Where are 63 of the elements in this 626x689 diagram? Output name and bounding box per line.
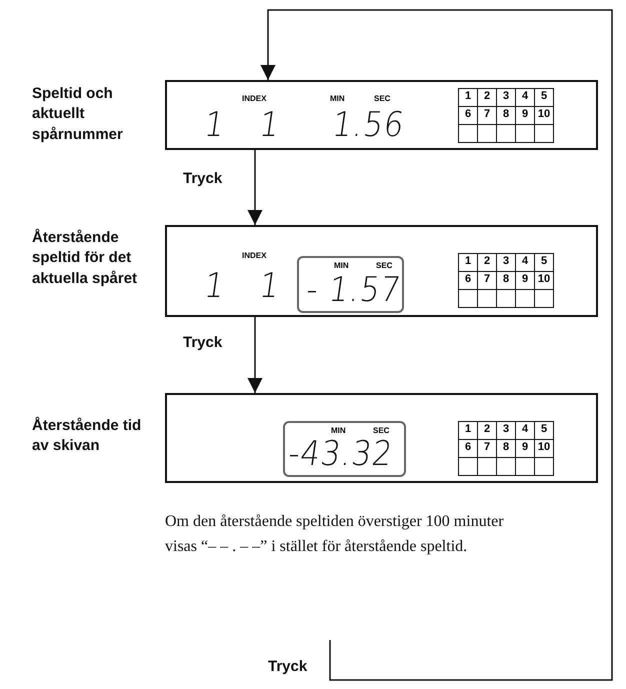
indicator-label: MIN [331,426,346,435]
lcd-display [165,225,598,317]
track-number: 1 [464,422,472,437]
indicator-label: SEC [376,261,392,270]
highlight-frame [283,421,406,477]
indicator-label: MIN [334,261,349,270]
track-number: 8 [502,272,510,287]
edge-label: Tryck [268,658,308,675]
track-number: 2 [482,422,492,437]
track-number: 4 [520,89,530,104]
track-number: 1 [464,89,472,104]
segment-digits: 1 [257,269,282,303]
lcd-display [165,80,598,150]
track-number: 10 [536,272,552,287]
arrow [248,150,262,225]
indicator-label: SEC [374,94,390,103]
track-number: 7 [482,272,492,287]
track-number: 6 [464,107,472,122]
segment-digits: 1.56 [330,108,407,142]
highlight-frame [297,256,404,313]
indicator-label: INDEX [242,94,266,103]
track-number-grid [458,421,554,476]
indicator-label: INDEX [242,251,266,260]
track-number: 3 [502,254,510,269]
track-number-grid [458,88,554,143]
segment-digits: - 1.57 [304,273,404,307]
track-number: 9 [520,107,530,122]
indicator-label: MIN [330,94,345,103]
segment-digits: 1 [202,269,228,303]
track-number: 7 [482,107,492,122]
display-caption: Återstående speltid för det aktuella spåret [32,228,138,288]
track-number: 2 [482,89,492,104]
indicator-label: SEC [373,426,390,435]
track-number: 9 [520,440,530,455]
track-number: 3 [502,89,510,104]
edge-label: Tryck [183,334,222,351]
lcd-display [165,393,598,483]
track-number: 7 [482,440,492,455]
track-number: 2 [482,254,492,269]
track-number: 5 [540,89,548,104]
track-number: 10 [536,107,552,122]
track-number: 4 [520,422,530,437]
track-number: 9 [520,272,530,287]
display-caption: Återstående tid av skivan [32,416,142,456]
track-number: 8 [502,440,510,455]
track-number: 6 [464,272,472,287]
track-number: 8 [502,107,510,122]
track-number: 3 [502,422,510,437]
track-number-grid [458,253,554,308]
track-number: 6 [464,440,472,455]
arrow [248,317,262,393]
track-number: 5 [540,254,548,269]
track-number: 5 [540,422,548,437]
track-number: 1 [464,254,472,269]
edge-label: Tryck [183,170,222,187]
arrow [260,9,613,681]
display-caption: Speltid och aktuellt spårnummer [32,84,124,144]
segment-digits: 1 [257,108,282,142]
note-text: Om den återstående speltiden överstiger 100 minuter visas “– – . – –” i stället för återstående speltid. [165,512,505,557]
segment-digits: -43.32 [286,437,396,471]
track-number: 4 [520,254,530,269]
track-number: 10 [536,440,552,455]
segment-digits: 1 [202,108,228,142]
